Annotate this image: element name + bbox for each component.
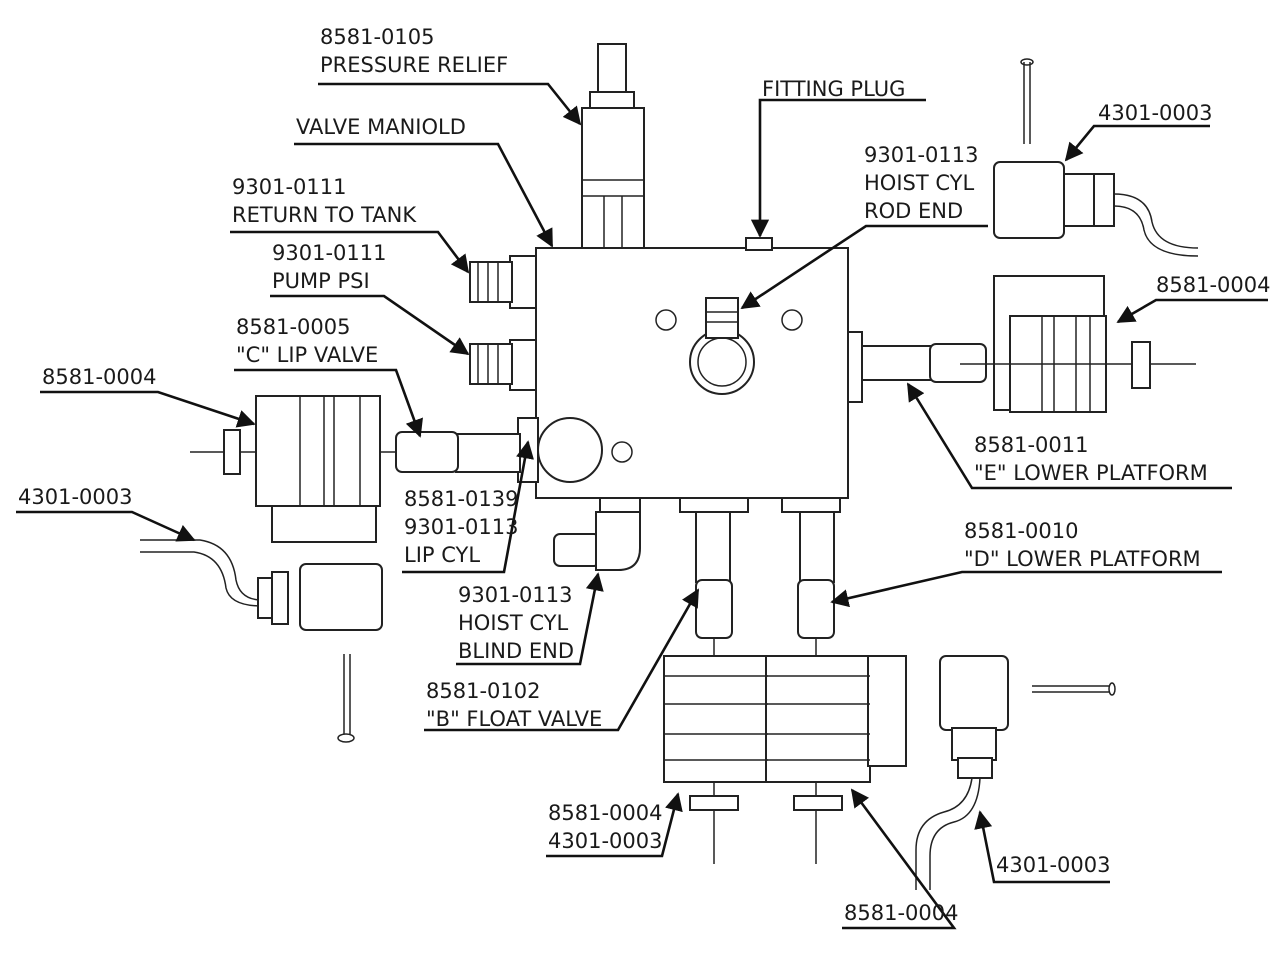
bottom-left-line1-label: 8581-0004 bbox=[548, 801, 662, 825]
pump-part-label: 9301-0111 bbox=[272, 241, 386, 265]
pressure-relief-name-label: PRESSURE RELIEF bbox=[320, 53, 508, 77]
bottom-left-line2-label: 4301-0003 bbox=[548, 829, 662, 853]
hoist-blind-part-label: 9301-0113 bbox=[458, 583, 572, 607]
lower-left-coil bbox=[140, 539, 383, 743]
hoist-rod-line1-label: HOIST CYL bbox=[864, 171, 974, 195]
labels: 8581-0105 PRESSURE RELIEF VALVE MANIOLD … bbox=[18, 25, 1270, 925]
return-part-label: 9301-0111 bbox=[232, 175, 346, 199]
leader-lines bbox=[16, 82, 1268, 930]
lip-valve-cartridge bbox=[395, 417, 633, 483]
elbow-fitting bbox=[553, 511, 641, 571]
coil-left-part-label: 8581-0004 bbox=[42, 365, 156, 389]
return-to-tank-fitting bbox=[469, 255, 537, 309]
left-lower-coil-label: 4301-0003 bbox=[18, 485, 132, 509]
bottom-right-coil-label: 4301-0003 bbox=[996, 853, 1110, 877]
lip-cyl-line2-label: 9301-0113 bbox=[404, 515, 518, 539]
lip-cyl-line1-label: 8581-0139 bbox=[404, 487, 518, 511]
pump-name-label: PUMP PSI bbox=[272, 269, 370, 293]
hoist-blind-line1-label: HOIST CYL bbox=[458, 611, 568, 635]
pressure-relief-valve bbox=[581, 43, 645, 249]
right-coil-part-label: 8581-0004 bbox=[1156, 273, 1270, 297]
left-coil-assembly bbox=[190, 395, 396, 543]
d-platform-name-label: "D" LOWER PLATFORM bbox=[964, 547, 1201, 571]
lip-valve-part-label: 8581-0005 bbox=[236, 315, 350, 339]
float-valve-name-label: "B" FLOAT VALVE bbox=[426, 707, 602, 731]
hoist-rod-line2-label: ROD END bbox=[864, 199, 963, 223]
pressure-relief-part-label: 8581-0105 bbox=[320, 25, 434, 49]
float-valve-part-label: 8581-0102 bbox=[426, 679, 540, 703]
float-valve-coil-block bbox=[663, 655, 907, 811]
return-name-label: RETURN TO TANK bbox=[232, 203, 417, 227]
lip-cyl-line3-label: LIP CYL bbox=[404, 543, 480, 567]
e-platform-name-label: "E" LOWER PLATFORM bbox=[974, 461, 1208, 485]
top-right-coil bbox=[993, 58, 1199, 257]
hoist-rod-part-label: 9301-0113 bbox=[864, 143, 978, 167]
coil-top-right-label: 4301-0003 bbox=[1098, 101, 1212, 125]
d-platform-part-label: 8581-0010 bbox=[964, 519, 1078, 543]
pump-psi-fitting bbox=[469, 339, 537, 391]
fitting-plug-label: FITTING PLUG bbox=[762, 77, 905, 101]
bottom-right-coil bbox=[915, 655, 1116, 890]
lip-valve-name-label: "C" LIP VALVE bbox=[236, 343, 378, 367]
e-platform-part-label: 8581-0011 bbox=[974, 433, 1088, 457]
right-coil-assembly bbox=[861, 275, 1196, 413]
bottom-center-coil-label: 8581-0004 bbox=[844, 901, 958, 925]
hoist-blind-line2-label: BLIND END bbox=[458, 639, 574, 663]
valve-manifold-label: VALVE MANIOLD bbox=[296, 115, 466, 139]
parts-drawing bbox=[140, 43, 1199, 890]
